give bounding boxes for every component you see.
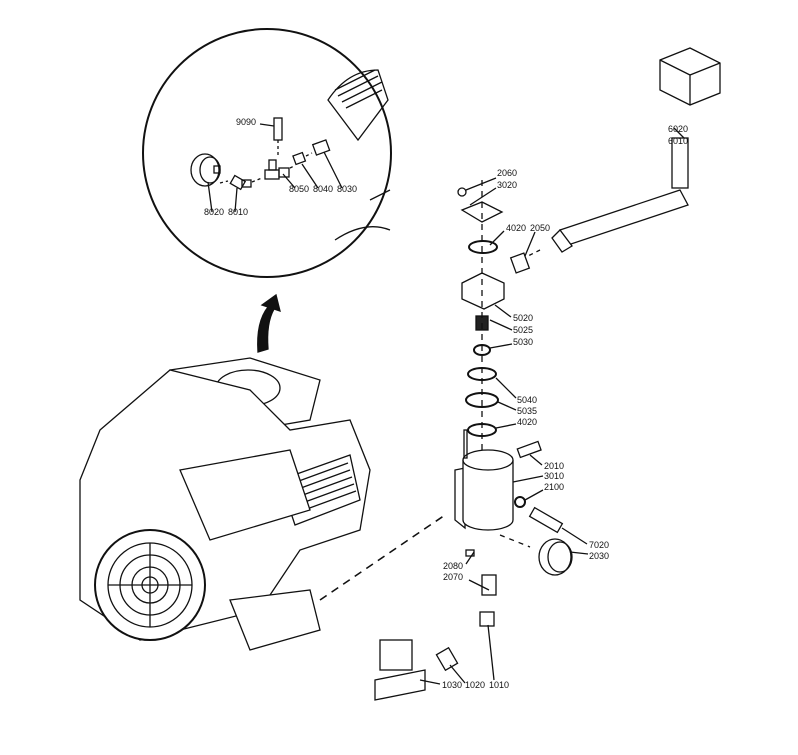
part-label-8030: 8030 [337, 184, 358, 194]
part-label-1010: 1010 [489, 680, 510, 690]
tee-8050 [264, 159, 290, 180]
part-label-5025: 5025 [513, 325, 534, 335]
part-label-6020: 6020 [668, 124, 689, 134]
part-label-1020: 1020 [465, 680, 486, 690]
part-label-2010: 2010 [544, 461, 565, 471]
head-5020 [461, 272, 505, 310]
part-label-2070: 2070 [443, 572, 464, 582]
part-label-3010: 3010 [544, 471, 565, 481]
compressor-head-detail [327, 69, 389, 142]
elbow-8010 [229, 174, 252, 191]
cover-3020 [460, 201, 504, 223]
part-label-3020: 3020 [497, 180, 518, 190]
oring-4020 [468, 240, 498, 254]
part-label-5035: 5035 [517, 406, 538, 416]
part-label-7020: 7020 [589, 540, 610, 550]
valve-2010 [516, 440, 542, 459]
part-label-2080: 2080 [443, 561, 464, 571]
gauge-8020 [190, 153, 221, 187]
part-label-2060: 2060 [497, 168, 518, 178]
part-label-8040: 8040 [313, 184, 334, 194]
part-label-6010: 6010 [668, 136, 689, 146]
part-label-8010: 8010 [228, 207, 249, 217]
hose [559, 189, 689, 246]
valve-9090 [273, 117, 283, 141]
elbow-1010 [479, 611, 495, 627]
part-label-5040: 5040 [517, 395, 538, 405]
detail-inset [142, 28, 392, 278]
part-label-5030: 5030 [513, 337, 534, 347]
fitting-2070 [481, 574, 497, 596]
solenoid-valve-1030 [374, 639, 426, 701]
fitting-1020 [435, 646, 459, 672]
compressor-assembly [79, 357, 371, 651]
part-label-1030: 1030 [442, 680, 463, 690]
fitting-2050 [509, 252, 531, 274]
part-label-8050: 8050 [289, 184, 310, 194]
pipe-6010 [671, 137, 689, 189]
fitting-8040 [292, 151, 307, 166]
part-label-4020-lower: 4020 [517, 417, 538, 427]
cap-2060 [457, 187, 467, 197]
part-label-2050: 2050 [530, 223, 551, 233]
valve-7020 [528, 506, 564, 534]
fitting-8030 [311, 139, 331, 156]
part-label-5020: 5020 [513, 313, 534, 323]
part-label-4020: 4020 [506, 223, 527, 233]
gauge-2030 [538, 538, 573, 576]
tank-3010 [454, 429, 514, 531]
curved-arrow-icon [257, 293, 281, 353]
part-label-9090: 9090 [236, 117, 257, 127]
part-label-8020: 8020 [204, 207, 225, 217]
ring-2100 [514, 496, 526, 508]
part-label-2100: 2100 [544, 482, 565, 492]
switch-6020 [659, 47, 721, 106]
part-label-2030: 2030 [589, 551, 610, 561]
